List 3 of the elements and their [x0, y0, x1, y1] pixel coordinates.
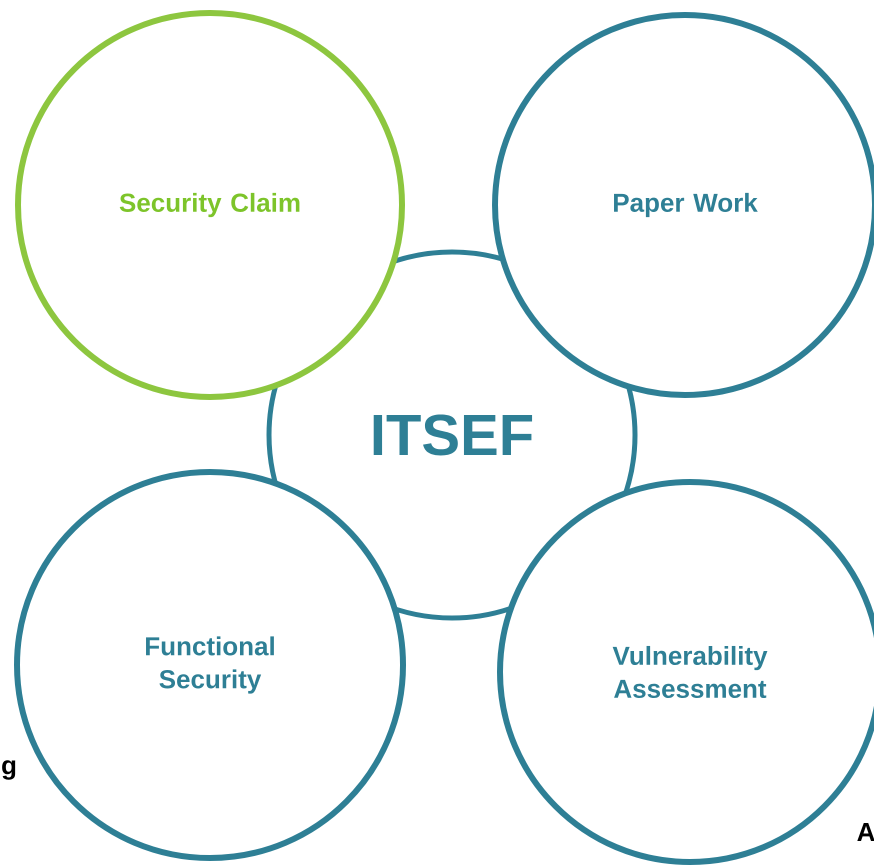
node-label: Vulnerability Assessment: [612, 646, 768, 698]
node-label: Paper Work: [614, 192, 758, 218]
node-label: Functional Security: [146, 636, 274, 694]
